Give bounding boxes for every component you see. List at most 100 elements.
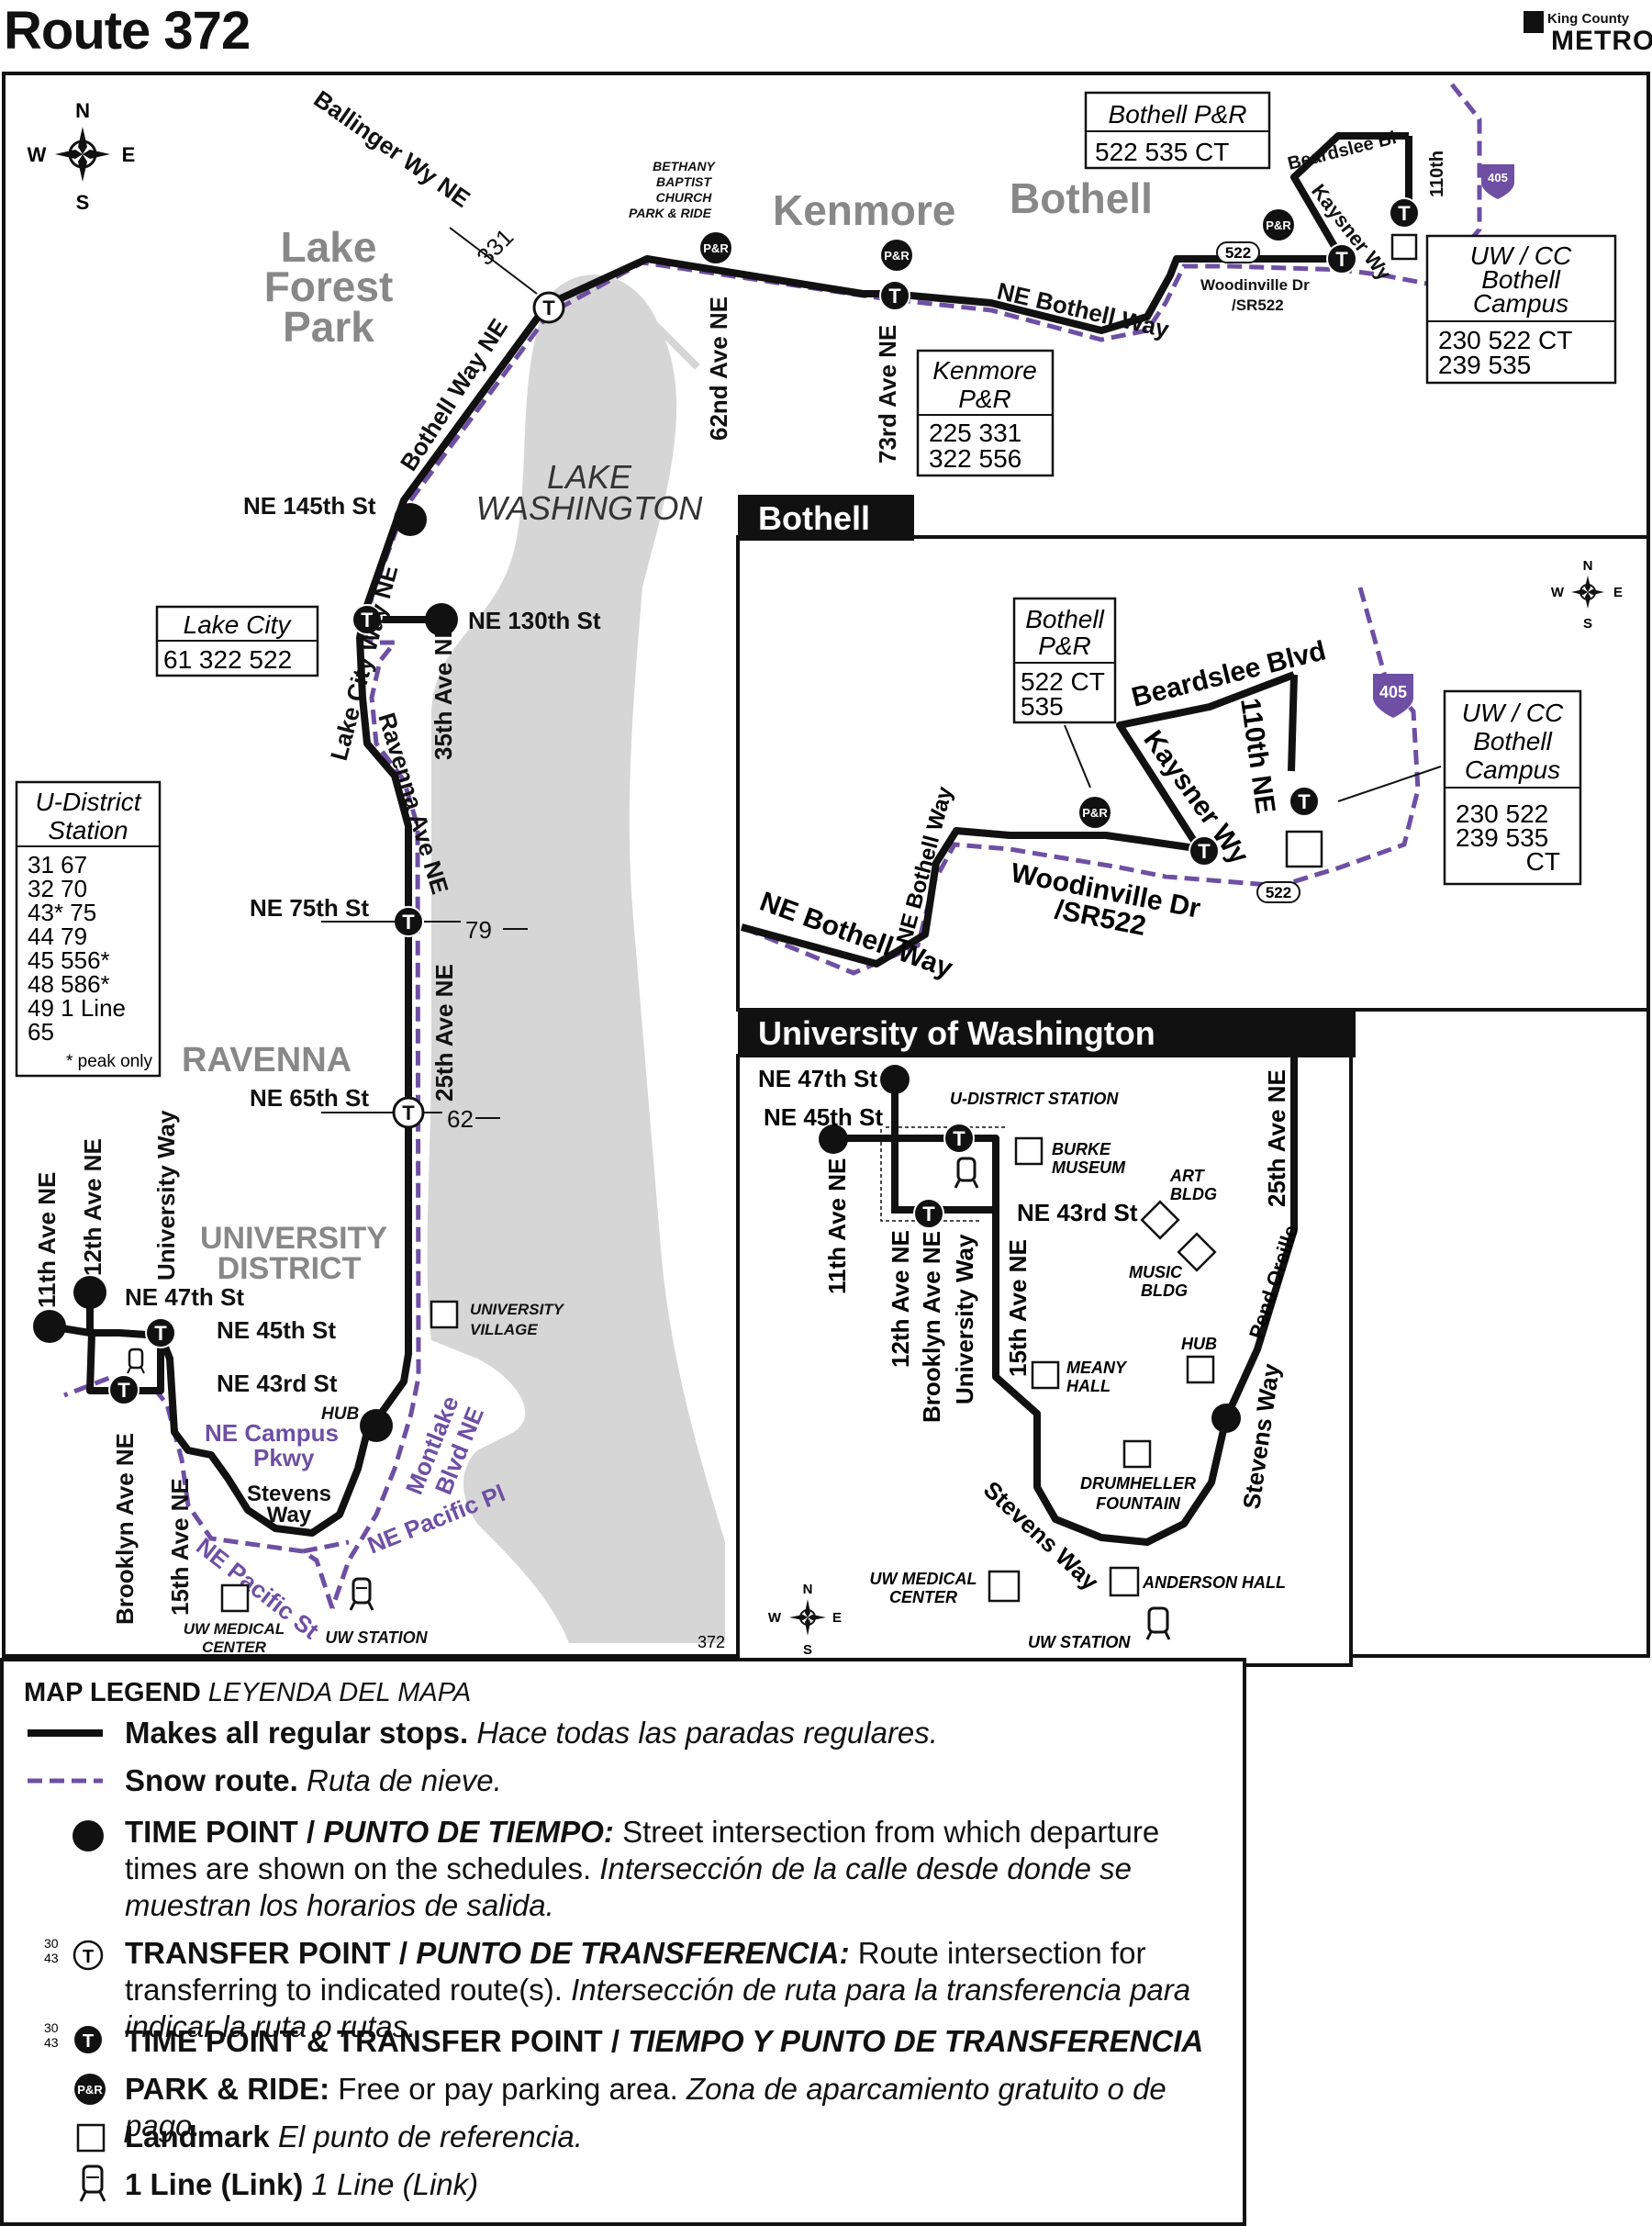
street-ballinger: Ballinger Wy NE <box>309 84 475 212</box>
box-bothell-pr: Bothell P&R 522 535 CT <box>1084 91 1271 170</box>
bothell-inset-title: Bothell <box>758 499 870 537</box>
svg-text:239 535: 239 535 <box>1456 823 1548 852</box>
svg-text:405: 405 <box>1488 171 1508 185</box>
landmark-hub: HUB <box>321 1404 359 1424</box>
legend-snow-route: Snow route. Ruta de nieve. <box>125 1763 502 1797</box>
legend-timepoint-transfer: TIME POINT & TRANSFER POINT / TIEMPO Y P… <box>125 2024 1204 2058</box>
svg-text:65: 65 <box>28 1018 54 1046</box>
transfer-number-62: 62 <box>447 1105 474 1133</box>
transfer-point-uwcc-inset <box>1289 786 1320 817</box>
street-12th-ave: 12th Ave NE <box>79 1138 106 1276</box>
svg-text:T: T <box>83 1947 94 1967</box>
svg-text:30: 30 <box>44 1936 59 1951</box>
landmark-bethany-2: BAPTIST <box>656 174 712 189</box>
uw-street-15th-ave: 15th Ave NE <box>1004 1239 1032 1377</box>
svg-text:S: S <box>1583 616 1592 632</box>
street-ne-65th: NE 65th St <box>250 1084 369 1112</box>
landmark-icon <box>76 2123 106 2153</box>
landmark-square <box>1285 830 1323 868</box>
svg-text:N: N <box>1583 558 1593 574</box>
svg-text:UW / CC: UW / CC <box>1470 241 1572 270</box>
svg-text:S: S <box>803 1642 812 1658</box>
transfer-point-ne-75th <box>393 906 424 937</box>
svg-text:49 1 Line: 49 1 Line <box>28 994 126 1022</box>
landmark-uw-medical <box>988 1570 1021 1603</box>
svg-text:48 586*: 48 586* <box>28 970 110 998</box>
box-lake-city: Lake City 61 322 522 <box>155 605 319 677</box>
legend-transfer-point: TRANSFER POINT / PUNTO DE TRANSFERENCIA:… <box>125 1936 1191 2043</box>
svg-text:CT: CT <box>1526 847 1560 876</box>
uw-landmark-music-1: MUSIC <box>1129 1263 1183 1281</box>
uw-landmark-anderson: ANDERSON HALL <box>1142 1573 1286 1592</box>
light-rail-icon <box>954 1157 979 1189</box>
svg-text:UW / CC: UW / CC <box>1462 699 1564 727</box>
svg-text:P&R: P&R <box>77 2083 103 2097</box>
street-stevens: Stevens <box>247 1482 331 1506</box>
uw-landmark-music-2: BLDG <box>1141 1281 1188 1300</box>
street-11th-ave: 11th Ave NE <box>33 1172 61 1308</box>
svg-text:535: 535 <box>1021 692 1064 721</box>
uw-landmark-udistrict-station: U-DISTRICT STATION <box>950 1090 1119 1108</box>
street-campus-pkwy-2: Pkwy <box>253 1444 315 1471</box>
light-rail-icon <box>127 1348 145 1374</box>
light-rail-icon <box>79 2164 106 2202</box>
uw-street-ne-43rd: NE 43rd St <box>1017 1199 1138 1226</box>
landmark-burke <box>1014 1136 1044 1166</box>
transfer-point-uwcc <box>1389 197 1420 229</box>
uw-landmark-art-2: BLDG <box>1170 1185 1217 1203</box>
timepoint-transfer-icon: 30 43 T <box>44 2020 102 2053</box>
uw-street-ne-45th: NE 45th St <box>764 1103 883 1131</box>
landmark-drumheller <box>1122 1439 1152 1469</box>
landmark-uw-station: UW STATION <box>325 1628 428 1647</box>
timepoint-hub-uw <box>1211 1404 1241 1433</box>
landmark-hub-square <box>1186 1355 1215 1384</box>
uw-landmark-drumheller-2: FOUNTAIN <box>1096 1494 1181 1513</box>
area-label-kenmore: Kenmore <box>773 186 955 234</box>
transfer-point-ballinger <box>532 291 565 324</box>
street-ne-45th: NE 45th St <box>217 1316 336 1344</box>
i405-shield-icon: 405 <box>1481 164 1514 199</box>
svg-text:Bothell: Bothell <box>1481 265 1560 294</box>
uw-inset: University of Washington <box>736 1012 1356 1667</box>
bothell-inset: Bothell P&R 522 405 Beardslee Blvd 110th… <box>736 495 1650 1012</box>
timepoint-11th-ave <box>33 1310 66 1343</box>
light-rail-icon <box>349 1577 374 1611</box>
uw-street-11th-ave: 11th Ave NE <box>823 1158 851 1294</box>
svg-text:61 322 522: 61 322 522 <box>163 645 292 674</box>
street-ne-43rd: NE 43rd St <box>217 1370 338 1397</box>
landmark-bethany-1: BETHANY <box>653 159 716 173</box>
svg-text:230 522 CT: 230 522 CT <box>1438 326 1572 354</box>
svg-text:230 522: 230 522 <box>1456 800 1548 828</box>
svg-text:522 CT: 522 CT <box>1021 667 1105 696</box>
lake-washington <box>427 274 725 1643</box>
landmark-meany <box>1031 1360 1060 1390</box>
brand-top: King County <box>1547 11 1630 27</box>
uw-landmark-uw-medical-2: CENTER <box>889 1588 957 1606</box>
street-ne-145th: NE 145th St <box>243 492 376 520</box>
legend-landmark: Landmark El punto de referencia. <box>125 2120 583 2153</box>
svg-text:N: N <box>75 99 90 122</box>
transfer-point-ne-65th <box>392 1096 425 1129</box>
svg-text:31 67: 31 67 <box>28 851 87 878</box>
legend-time-point: TIME POINT / PUNTO DE TIEMPO: Street int… <box>125 1815 1160 1922</box>
uw-landmark-art-1: ART <box>1169 1167 1206 1185</box>
street-ne-75th: NE 75th St <box>250 894 369 922</box>
svg-text:W: W <box>1551 585 1565 600</box>
svg-text:S: S <box>76 191 90 214</box>
street-bothell-way-ne: Bothell Way NE <box>395 314 513 476</box>
svg-text:Campus: Campus <box>1465 755 1560 784</box>
svg-text:43: 43 <box>44 1951 59 1965</box>
svg-text:W: W <box>28 143 47 166</box>
crown-icon <box>1524 11 1544 33</box>
street-university-way: University Way <box>152 1110 180 1281</box>
svg-text:* peak only: * peak only <box>66 1052 153 1071</box>
svg-text:44 79: 44 79 <box>28 923 87 950</box>
transfer-number-79: 79 <box>465 916 492 944</box>
uw-landmark-hub: HUB <box>1181 1335 1217 1353</box>
transfer-point-45th-uw <box>943 1123 975 1154</box>
timepoint-ne-45th-uw <box>819 1124 848 1154</box>
uw-landmark-uw-station: UW STATION <box>1028 1633 1131 1651</box>
area-label-university: UNIVERSITY <box>200 1221 387 1256</box>
uw-landmark-uw-medical-1: UW MEDICAL <box>870 1570 977 1588</box>
svg-text:Station: Station <box>48 816 128 845</box>
